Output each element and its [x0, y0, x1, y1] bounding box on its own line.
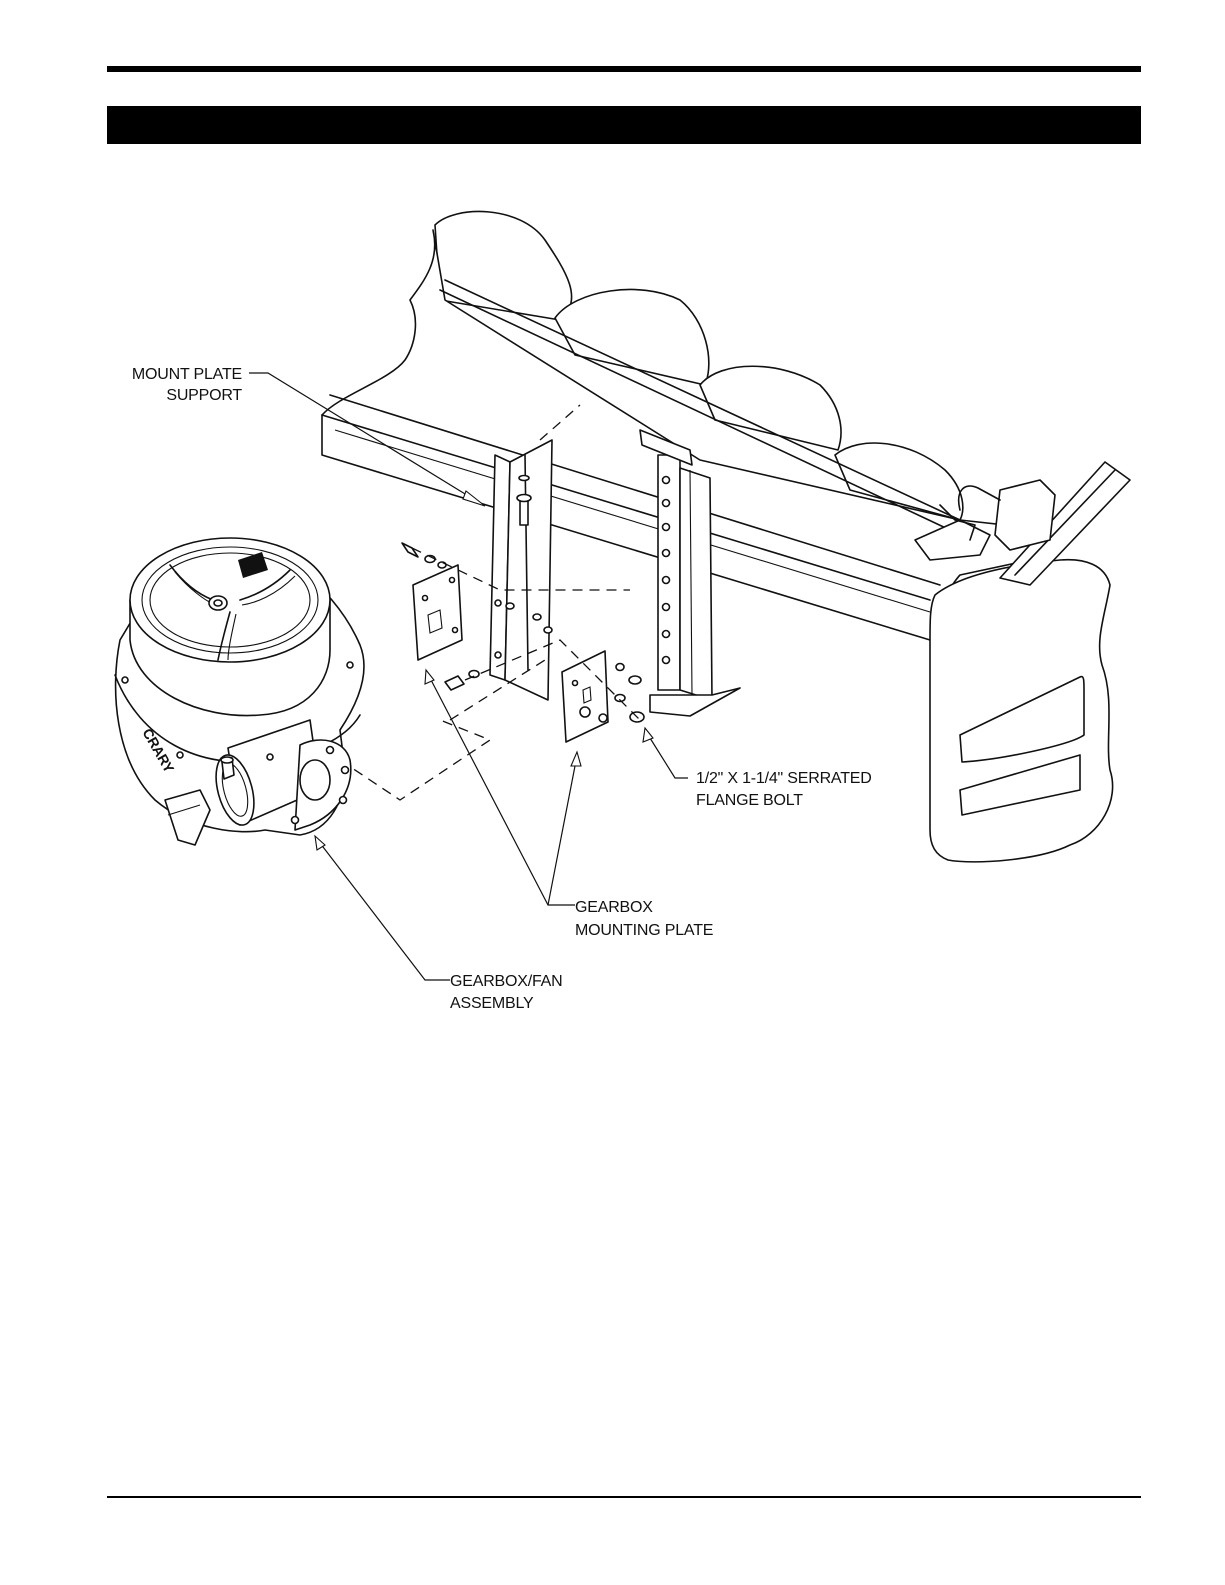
- footer-rule: [107, 1496, 1141, 1498]
- right-mount-post: [658, 455, 680, 690]
- label-gearbox-fan-assembly-2: ASSEMBLY: [450, 995, 534, 1012]
- label-gearbox-mounting-plate-1: GEARBOX: [575, 899, 653, 916]
- auger-flight-2: [555, 290, 709, 385]
- label-gearbox-fan-assembly-1: GEARBOX/FAN: [450, 973, 563, 990]
- header-end-cap: [930, 560, 1113, 862]
- fan-mounting-bracket: [165, 790, 210, 845]
- motor-box: [995, 480, 1055, 550]
- auger-flight-1: [435, 211, 572, 320]
- gearbox-fan-assembly: CRARY: [115, 538, 364, 845]
- label-mount-plate-support-1: MOUNT PLATE: [132, 366, 242, 383]
- label-flange-bolt-1: 1/2" X 1-1/4" SERRATED: [696, 770, 872, 787]
- label-gearbox-mounting-plate-2: MOUNTING PLATE: [575, 922, 713, 939]
- auger-housing: [322, 211, 1130, 861]
- label-mount-plate-support-2: SUPPORT: [166, 387, 242, 404]
- label-flange-bolt-2: FLANGE BOLT: [696, 792, 803, 809]
